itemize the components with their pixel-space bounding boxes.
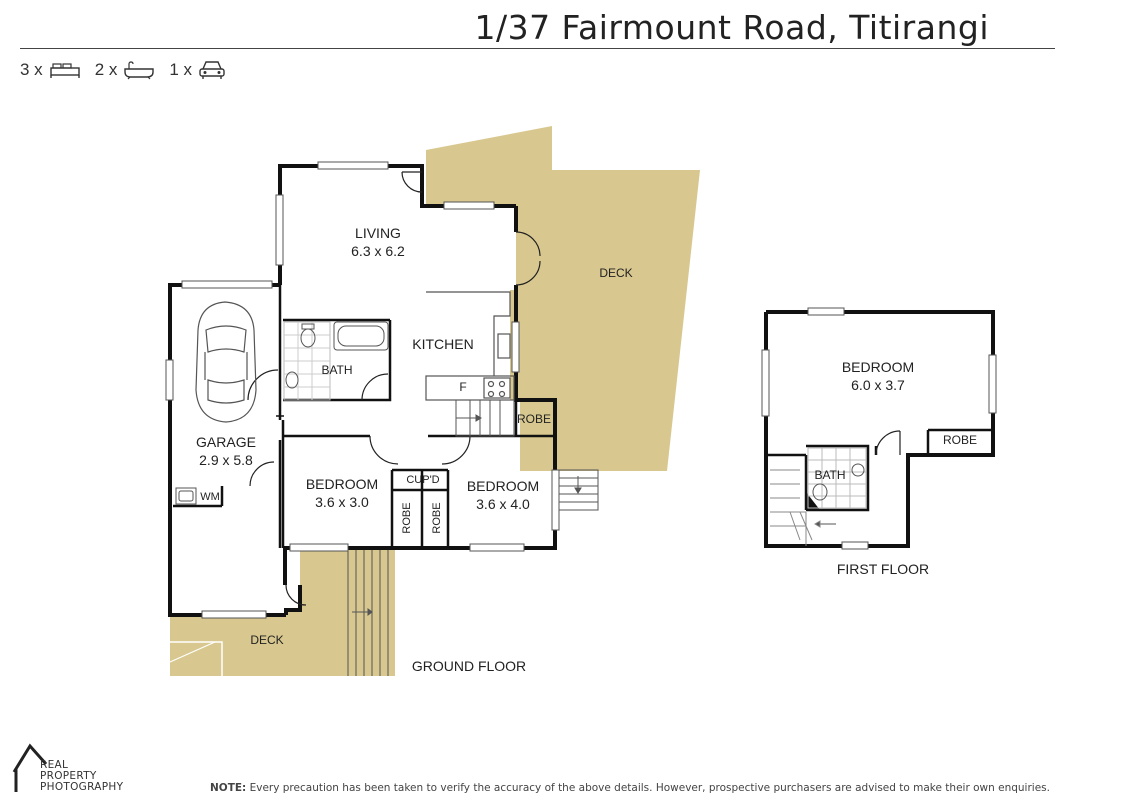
brand-line-2: PROPERTY (40, 770, 97, 782)
first-bath-fixtures (807, 447, 867, 509)
bedroom-right-label: BEDROOM (467, 478, 539, 494)
deck-main-area (426, 126, 700, 471)
bed-icon (49, 63, 80, 78)
first-floor-windows (761, 307, 997, 550)
ground-floor-windows (165, 161, 560, 619)
bedroom-left-size: 3.6 x 3.0 (315, 494, 369, 510)
first-floor-door (875, 430, 901, 456)
deck-lower-stairs (347, 550, 389, 676)
living-size: 6.3 x 6.2 (351, 243, 405, 259)
deck-corner-line (170, 641, 223, 676)
first-robe-label: ROBE (943, 433, 977, 447)
note-text: Every precaution has been taken to verif… (249, 782, 1050, 794)
note-label: NOTE: (210, 782, 247, 794)
ground-floor-doors (247, 171, 541, 606)
garage-car-icon (195, 301, 257, 423)
first-bath-label: BATH (814, 468, 845, 482)
first-bedroom-label: BEDROOM (842, 359, 914, 375)
title-divider (20, 48, 1055, 49)
cupd-label: CUP'D (406, 474, 439, 486)
deck-lower-label: DECK (250, 633, 283, 647)
robe-label-a: ROBE (401, 502, 413, 533)
garage-size: 2.9 x 5.8 (199, 452, 253, 468)
car-count: 1 x (169, 59, 226, 81)
robe-label-c: ROBE (517, 412, 551, 426)
bedroom-count: 3 x (20, 60, 81, 80)
first-floor-walls (764, 310, 995, 548)
robe-label-b: ROBE (431, 502, 443, 533)
first-bedroom-size: 6.0 x 3.7 (851, 377, 905, 393)
garage-label: GARAGE (196, 434, 256, 450)
bedroom-left-label: BEDROOM (306, 476, 378, 492)
bathroom-count: 2 x (95, 60, 156, 80)
kitchen-stairs (455, 399, 515, 437)
deck-main-label: DECK (599, 266, 632, 280)
bath-icon (124, 61, 155, 80)
brand-name: REAL PROPERTY PHOTOGRAPHY (40, 760, 123, 793)
car-count-text: 1 x (169, 60, 193, 79)
kitchen-label: KITCHEN (412, 336, 473, 352)
deck-lower-area (170, 548, 395, 676)
bedroom-right-size: 3.6 x 4.0 (476, 496, 530, 512)
deck-side-stairs (555, 469, 599, 511)
room-counts: 3 x 2 x 1 x (20, 58, 240, 82)
bathroom-count-text: 2 x (94, 60, 118, 79)
first-floor-label: FIRST FLOOR (837, 561, 929, 577)
ground-bath-fixtures (283, 321, 389, 401)
page-title: 1/37 Fairmount Road, Titirangi (474, 8, 989, 47)
bedroom-count-text: 3 x (20, 60, 43, 79)
kitchen-counters (425, 291, 515, 401)
bath-label: BATH (321, 363, 352, 377)
ground-floor-label: GROUND FLOOR (412, 658, 526, 674)
brand-logo-icon (12, 743, 48, 792)
brand-line-3: PHOTOGRAPHY (40, 781, 124, 793)
garage-tub (175, 487, 197, 505)
disclaimer-note: NOTE: Every precaution has been taken to… (210, 782, 1050, 794)
deck-diagonal-line (169, 641, 216, 663)
brand-line-1: REAL (40, 759, 69, 771)
fridge-label: F (459, 380, 466, 394)
wm-label: WM (200, 491, 220, 503)
ground-floor-interior-walls (173, 318, 555, 548)
living-label: LIVING (355, 225, 401, 241)
car-icon (199, 61, 225, 79)
